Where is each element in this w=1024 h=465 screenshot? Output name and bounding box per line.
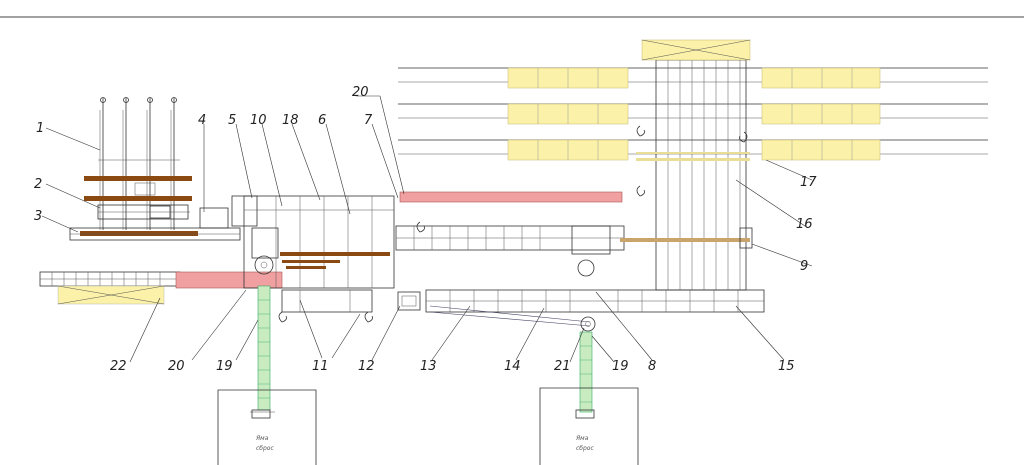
- callout-17: 17: [800, 175, 817, 190]
- waste-pit-left: Ямa сброс: [217, 389, 317, 465]
- saw-unit-frame: [243, 195, 395, 313]
- callout-15: 15: [778, 359, 795, 374]
- pit-label-right-2: сброс: [576, 445, 594, 452]
- waste-pit-right: Ямa сброс: [539, 387, 639, 465]
- stop-unit-9: [739, 227, 753, 249]
- pink-transfer-conveyor-top: [399, 191, 623, 203]
- middle-roller-conveyor: [395, 225, 625, 277]
- timber-boards-saw: [280, 252, 390, 269]
- callout-1: 1: [36, 121, 44, 136]
- callout-7: 7: [364, 113, 373, 128]
- pit-label-right-1: Ямa: [575, 435, 589, 442]
- bottom-long-conveyor: [425, 289, 765, 327]
- callout-14: 14: [504, 359, 521, 374]
- callout-19-left: 19: [216, 359, 233, 374]
- outfeed-conveyor-left: [39, 271, 181, 305]
- callout-3: 3: [34, 209, 42, 224]
- callout-2: 2: [34, 177, 42, 192]
- timber-boards-left: [80, 176, 198, 236]
- control-box-12: [397, 291, 421, 311]
- callout-8: 8: [648, 359, 656, 374]
- callout-leaders: [41, 95, 813, 363]
- pink-transfer-conveyor-left: [175, 271, 283, 289]
- cross-bars: [620, 152, 750, 242]
- callout-10: 10: [250, 113, 267, 128]
- storage-rails: [398, 67, 988, 155]
- callout-19-right: 19: [612, 359, 629, 374]
- callout-21: 21: [554, 359, 571, 374]
- callout-16: 16: [796, 217, 813, 232]
- pit-label-left-1: Ямa: [255, 435, 269, 442]
- hook-grippers-right: [416, 125, 748, 233]
- callout-20-bottom: 20: [168, 359, 185, 374]
- green-discharge-conveyor-right: [579, 316, 596, 413]
- callout-labels: 1 2 3 4 5 10 18 6 20 7 16 17 9 22 20 19 …: [34, 85, 817, 374]
- infeed-conveyor: [69, 195, 258, 241]
- callout-4: 4: [198, 113, 206, 128]
- callout-5: 5: [228, 113, 236, 128]
- callout-6: 6: [318, 113, 326, 128]
- vertical-transfer-deck: [655, 59, 747, 291]
- callout-20-top: 20: [352, 85, 369, 100]
- callout-18: 18: [282, 113, 299, 128]
- callout-13: 13: [420, 359, 437, 374]
- callout-12: 12: [358, 359, 375, 374]
- pit-label-left-2: сброс: [256, 445, 274, 452]
- timber-pack-dividers: [537, 68, 853, 160]
- lift-mechanism: [97, 182, 190, 220]
- callout-9: 9: [800, 259, 808, 274]
- callout-22: 22: [110, 359, 127, 374]
- callout-11: 11: [312, 359, 329, 374]
- hook-grippers-11: [278, 311, 373, 323]
- vertical-posts: [98, 97, 180, 230]
- green-discharge-conveyor-left: [257, 285, 271, 411]
